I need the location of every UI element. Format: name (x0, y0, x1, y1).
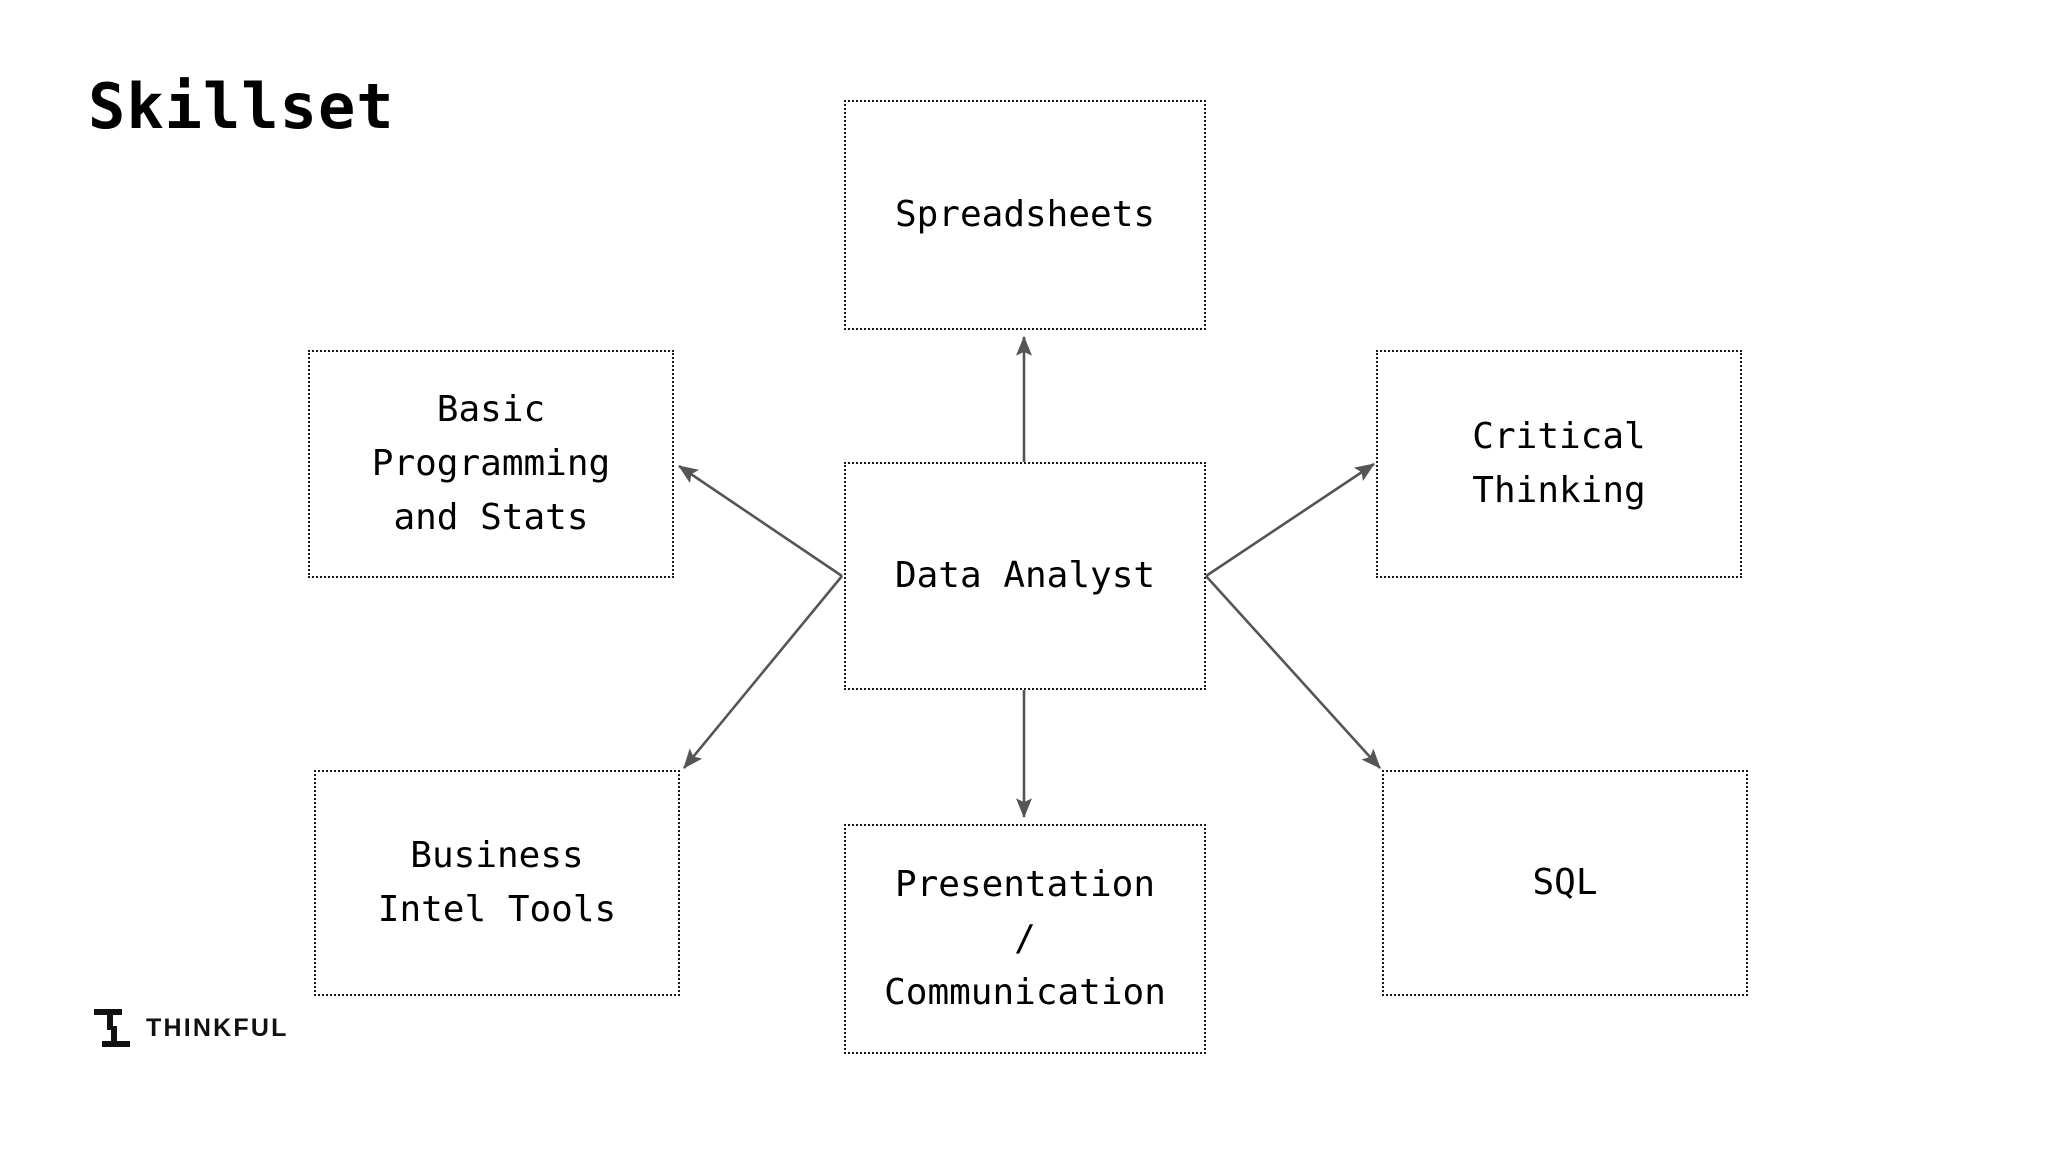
thinkful-wordmark: THINKFUL (146, 1013, 289, 1042)
node-presentation-label: Presentation / Communication (884, 864, 1166, 1013)
page-title: Skillset (88, 70, 395, 143)
node-business-intel-label: Business Intel Tools (377, 835, 617, 930)
edge-data-analyst-to-sql (1205, 575, 1381, 769)
node-sql-label: SQL (1532, 862, 1598, 903)
node-data-analyst[interactable]: Data Analyst (844, 462, 1206, 690)
node-critical-thinking-label: Critical Thinking (1472, 416, 1646, 511)
node-basic-programming-label: Basic Programming and Stats (371, 389, 611, 538)
edge-data-analyst-to-business-intel (682, 575, 844, 769)
node-business-intel[interactable]: Business Intel Tools (314, 770, 680, 996)
node-spreadsheets[interactable]: Spreadsheets (844, 100, 1206, 330)
node-spreadsheets-label: Spreadsheets (894, 194, 1156, 235)
thinkful-logo-icon (94, 1009, 130, 1047)
node-basic-programming[interactable]: Basic Programming and Stats (308, 350, 674, 578)
edge-data-analyst-to-basic-programming (678, 464, 843, 578)
node-data-analyst-label: Data Analyst (894, 555, 1156, 596)
node-presentation[interactable]: Presentation / Communication (844, 824, 1206, 1054)
node-critical-thinking[interactable]: Critical Thinking (1376, 350, 1742, 578)
thinkful-logo: THINKFUL (92, 1006, 289, 1050)
edge-data-analyst-to-critical-thinking (1205, 462, 1375, 578)
node-sql[interactable]: SQL (1382, 770, 1748, 996)
